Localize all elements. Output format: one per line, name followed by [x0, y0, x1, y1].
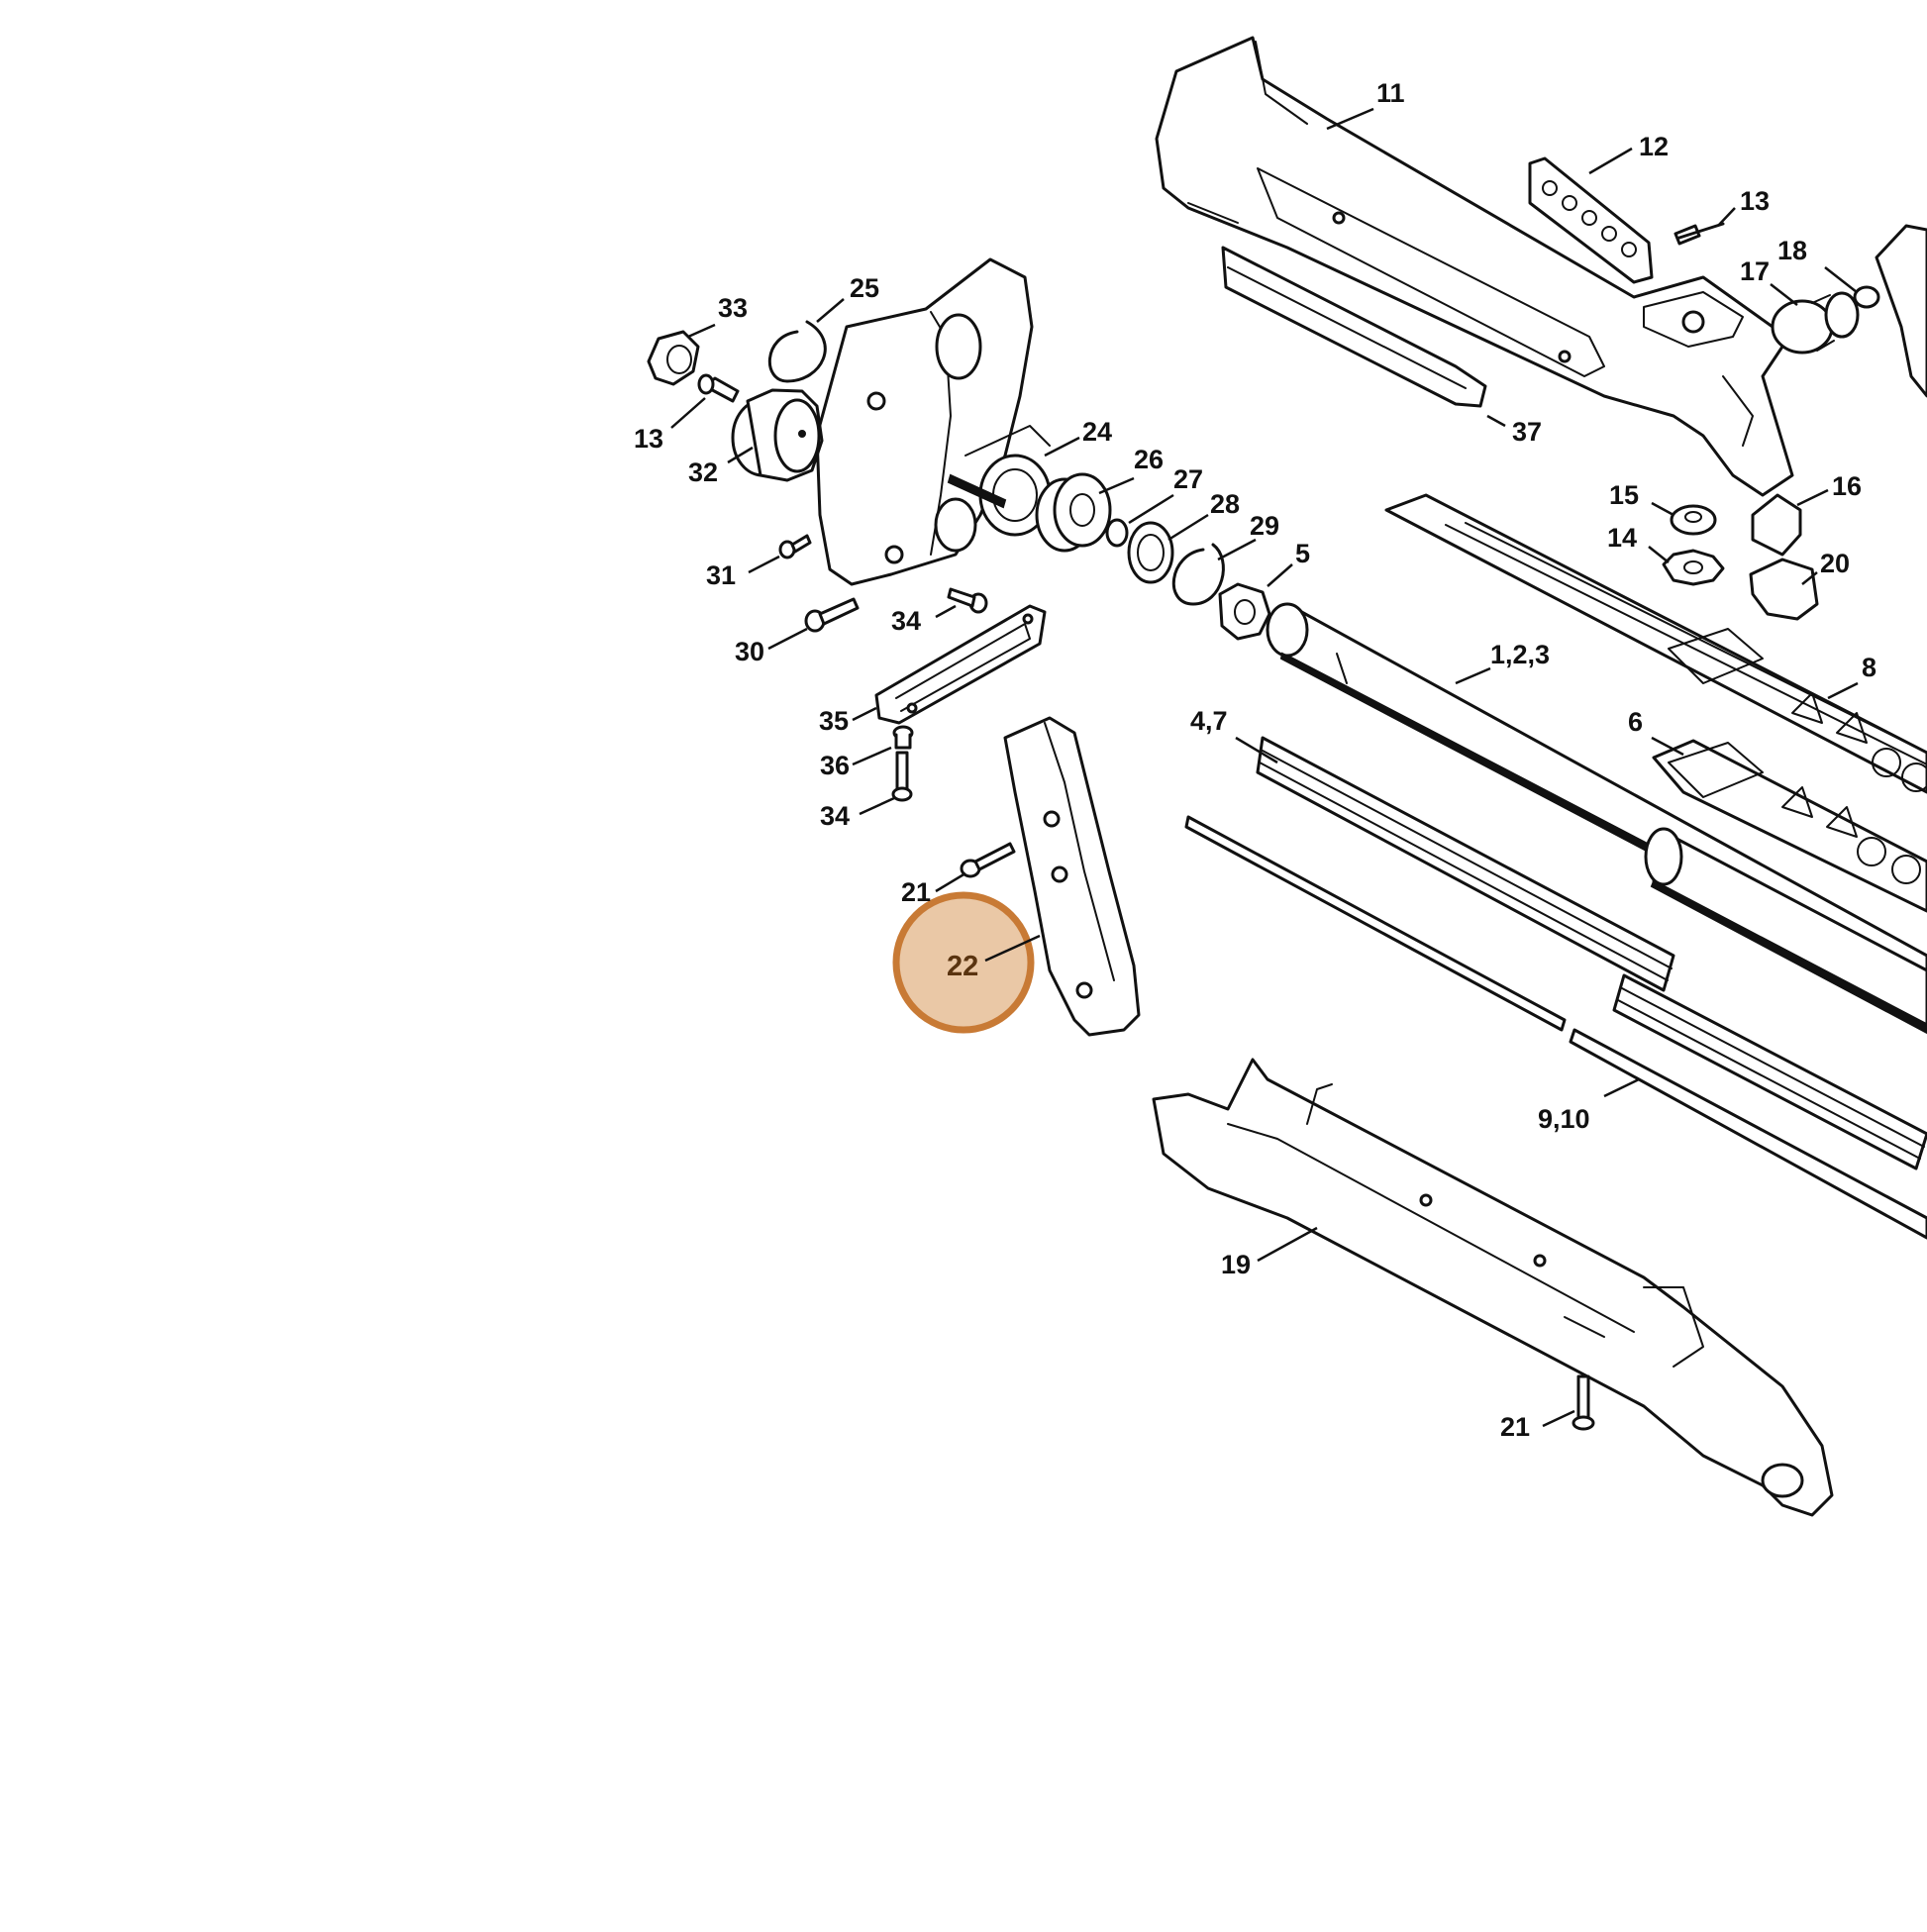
callout-32: 32 [688, 458, 718, 487]
part-22-cover [1003, 716, 1141, 1037]
part-4-7-liner [1256, 736, 1927, 1170]
part-cutoff-right [1875, 224, 1927, 398]
callout-15: 15 [1609, 480, 1639, 510]
callout-21-left: 21 [901, 877, 931, 907]
part-25-circlip [767, 320, 827, 383]
callout-20: 20 [1820, 549, 1850, 578]
part-33-cap [647, 330, 700, 386]
part-37-strip [1221, 246, 1487, 408]
callout-13-top: 13 [1740, 186, 1770, 216]
callout-27: 27 [1173, 464, 1203, 494]
part-9-10-shaft [1184, 815, 1927, 1240]
callout-5: 5 [1295, 539, 1310, 568]
part-30-screw [804, 597, 860, 633]
callout-26: 26 [1134, 445, 1164, 474]
leader-lines [670, 107, 1859, 1428]
callout-labels: 11 12 13 18 17 25 33 13 32 24 26 27 28 2… [634, 78, 1876, 1442]
highlight-circle-22 [892, 891, 1035, 1034]
part-26-bearing [1035, 472, 1112, 553]
callout-17: 17 [1740, 256, 1770, 286]
part-13-screw-top [1673, 222, 1725, 246]
callout-13-left: 13 [634, 424, 663, 454]
callout-22: 22 [947, 951, 978, 982]
callout-11: 11 [1376, 78, 1405, 108]
part-17-damper [1771, 291, 1860, 355]
part-34-screw-upper [947, 587, 988, 614]
callout-34-lower: 34 [820, 801, 850, 831]
callout-12: 12 [1639, 132, 1669, 161]
part-8-decal [1384, 493, 1927, 794]
part-21-screw-left [960, 842, 1016, 878]
part-31-screw [778, 534, 812, 559]
callout-37: 37 [1512, 417, 1542, 447]
part-24-gear-housing [815, 257, 1052, 586]
part-27-ring [1105, 518, 1129, 548]
part-11-upper-housing [1155, 36, 1794, 497]
part-29-circlip [1171, 543, 1225, 606]
callout-35: 35 [819, 706, 849, 736]
part-16-clip [1751, 493, 1802, 557]
callout-25: 25 [850, 273, 879, 303]
callout-19: 19 [1221, 1250, 1251, 1279]
callout-36: 36 [820, 751, 850, 780]
callout-30: 30 [735, 637, 764, 666]
part-28-ring [1127, 521, 1174, 584]
callout-9-10: 9,10 [1538, 1104, 1590, 1134]
part-13-screw-left [697, 373, 740, 403]
part-21-screw-bottom [1572, 1374, 1595, 1431]
callout-24: 24 [1082, 417, 1112, 447]
part-5-coupling [1218, 582, 1271, 641]
callout-31: 31 [706, 560, 736, 590]
callout-21-bottom: 21 [1500, 1412, 1530, 1442]
callout-1-2-3: 1,2,3 [1490, 640, 1550, 669]
part-20-clip [1749, 558, 1819, 621]
callout-34-upper: 34 [891, 606, 921, 636]
part-32-damper [731, 388, 824, 482]
part-14-washer [1662, 549, 1725, 586]
tube-segment-lower [1644, 827, 1927, 1035]
part-15-nut [1670, 504, 1717, 536]
callout-28: 28 [1210, 489, 1240, 519]
callout-33: 33 [718, 293, 748, 323]
callout-18: 18 [1777, 236, 1807, 265]
part-35-bracket [874, 604, 1047, 725]
callout-29: 29 [1250, 511, 1279, 541]
callout-14: 14 [1607, 523, 1637, 553]
callout-16: 16 [1832, 471, 1862, 501]
callout-6: 6 [1628, 707, 1643, 737]
part-12-plate [1528, 156, 1654, 284]
callout-8: 8 [1862, 653, 1876, 682]
part-34-screw-lower [891, 751, 913, 802]
part-36-pin [892, 725, 914, 750]
part-19-lower-housing [1152, 1058, 1834, 1517]
part-18-plug [1853, 285, 1880, 309]
callout-4-7: 4,7 [1190, 706, 1228, 736]
part-6-decal [1652, 739, 1927, 913]
